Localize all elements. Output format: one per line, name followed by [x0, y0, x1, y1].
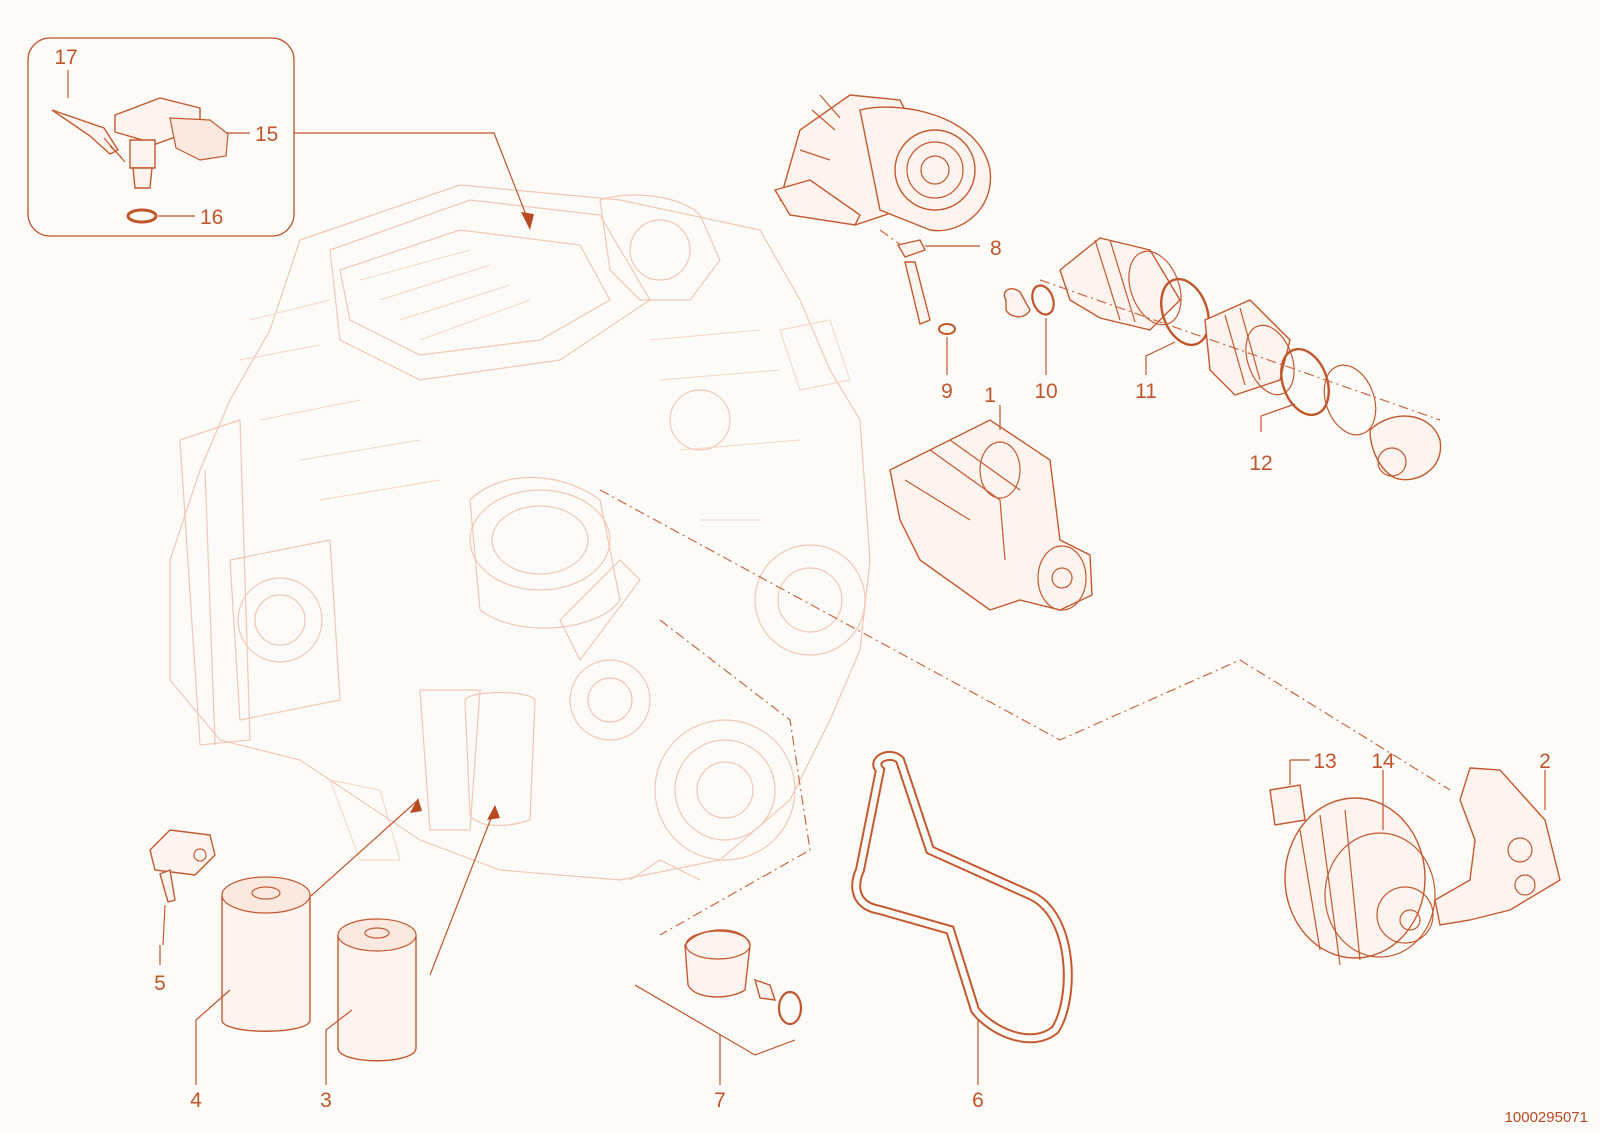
callout-9: 9 [941, 380, 953, 403]
callout-3: 3 [320, 1089, 332, 1112]
starter-motor-icon [889, 419, 1093, 611]
callout-6: 6 [972, 1089, 984, 1112]
o-ring-icon [938, 323, 956, 335]
callout-14: 14 [1371, 750, 1395, 773]
callout-16: 16 [200, 206, 223, 229]
gasket-icon [896, 239, 926, 258]
callout-11: 11 [1135, 380, 1157, 403]
callout-10: 10 [1034, 380, 1057, 403]
fuel-filter-icon [221, 876, 311, 1032]
callout-1: 1 [984, 384, 996, 407]
turbocharger-icon [773, 94, 992, 232]
speed-sensor-icon [149, 829, 216, 946]
drive-belt-icon [851, 750, 1073, 1044]
callout-5: 5 [154, 972, 166, 995]
callout-15: 15 [255, 123, 278, 146]
belt-tensioner-icon [684, 929, 803, 1026]
callout-7: 7 [714, 1089, 726, 1112]
callout-12: 12 [1249, 452, 1272, 475]
callout-13: 13 [1313, 750, 1336, 773]
callout-8: 8 [990, 237, 1002, 260]
oil-filter-icon [337, 918, 417, 1062]
hose-assembly [1003, 237, 1442, 481]
callout-17: 17 [54, 46, 77, 69]
callout-2: 2 [1539, 750, 1551, 773]
arrow-leader-15 [294, 132, 531, 226]
arrow-head-icon [521, 212, 534, 230]
sensor-13-icon [1269, 784, 1306, 826]
engine-illustration-icon [169, 184, 871, 881]
inset-detail-box [27, 37, 295, 237]
callouts: 1 2 3 4 5 6 7 8 9 10 11 12 13 14 15 16 1… [54, 46, 1551, 1112]
bracket-icon [1434, 767, 1561, 926]
oil-pipe-icon [904, 261, 931, 325]
document-id: 1000295071 [1505, 1109, 1588, 1126]
callout-4: 4 [190, 1089, 202, 1112]
alternator-icon [1284, 797, 1436, 966]
